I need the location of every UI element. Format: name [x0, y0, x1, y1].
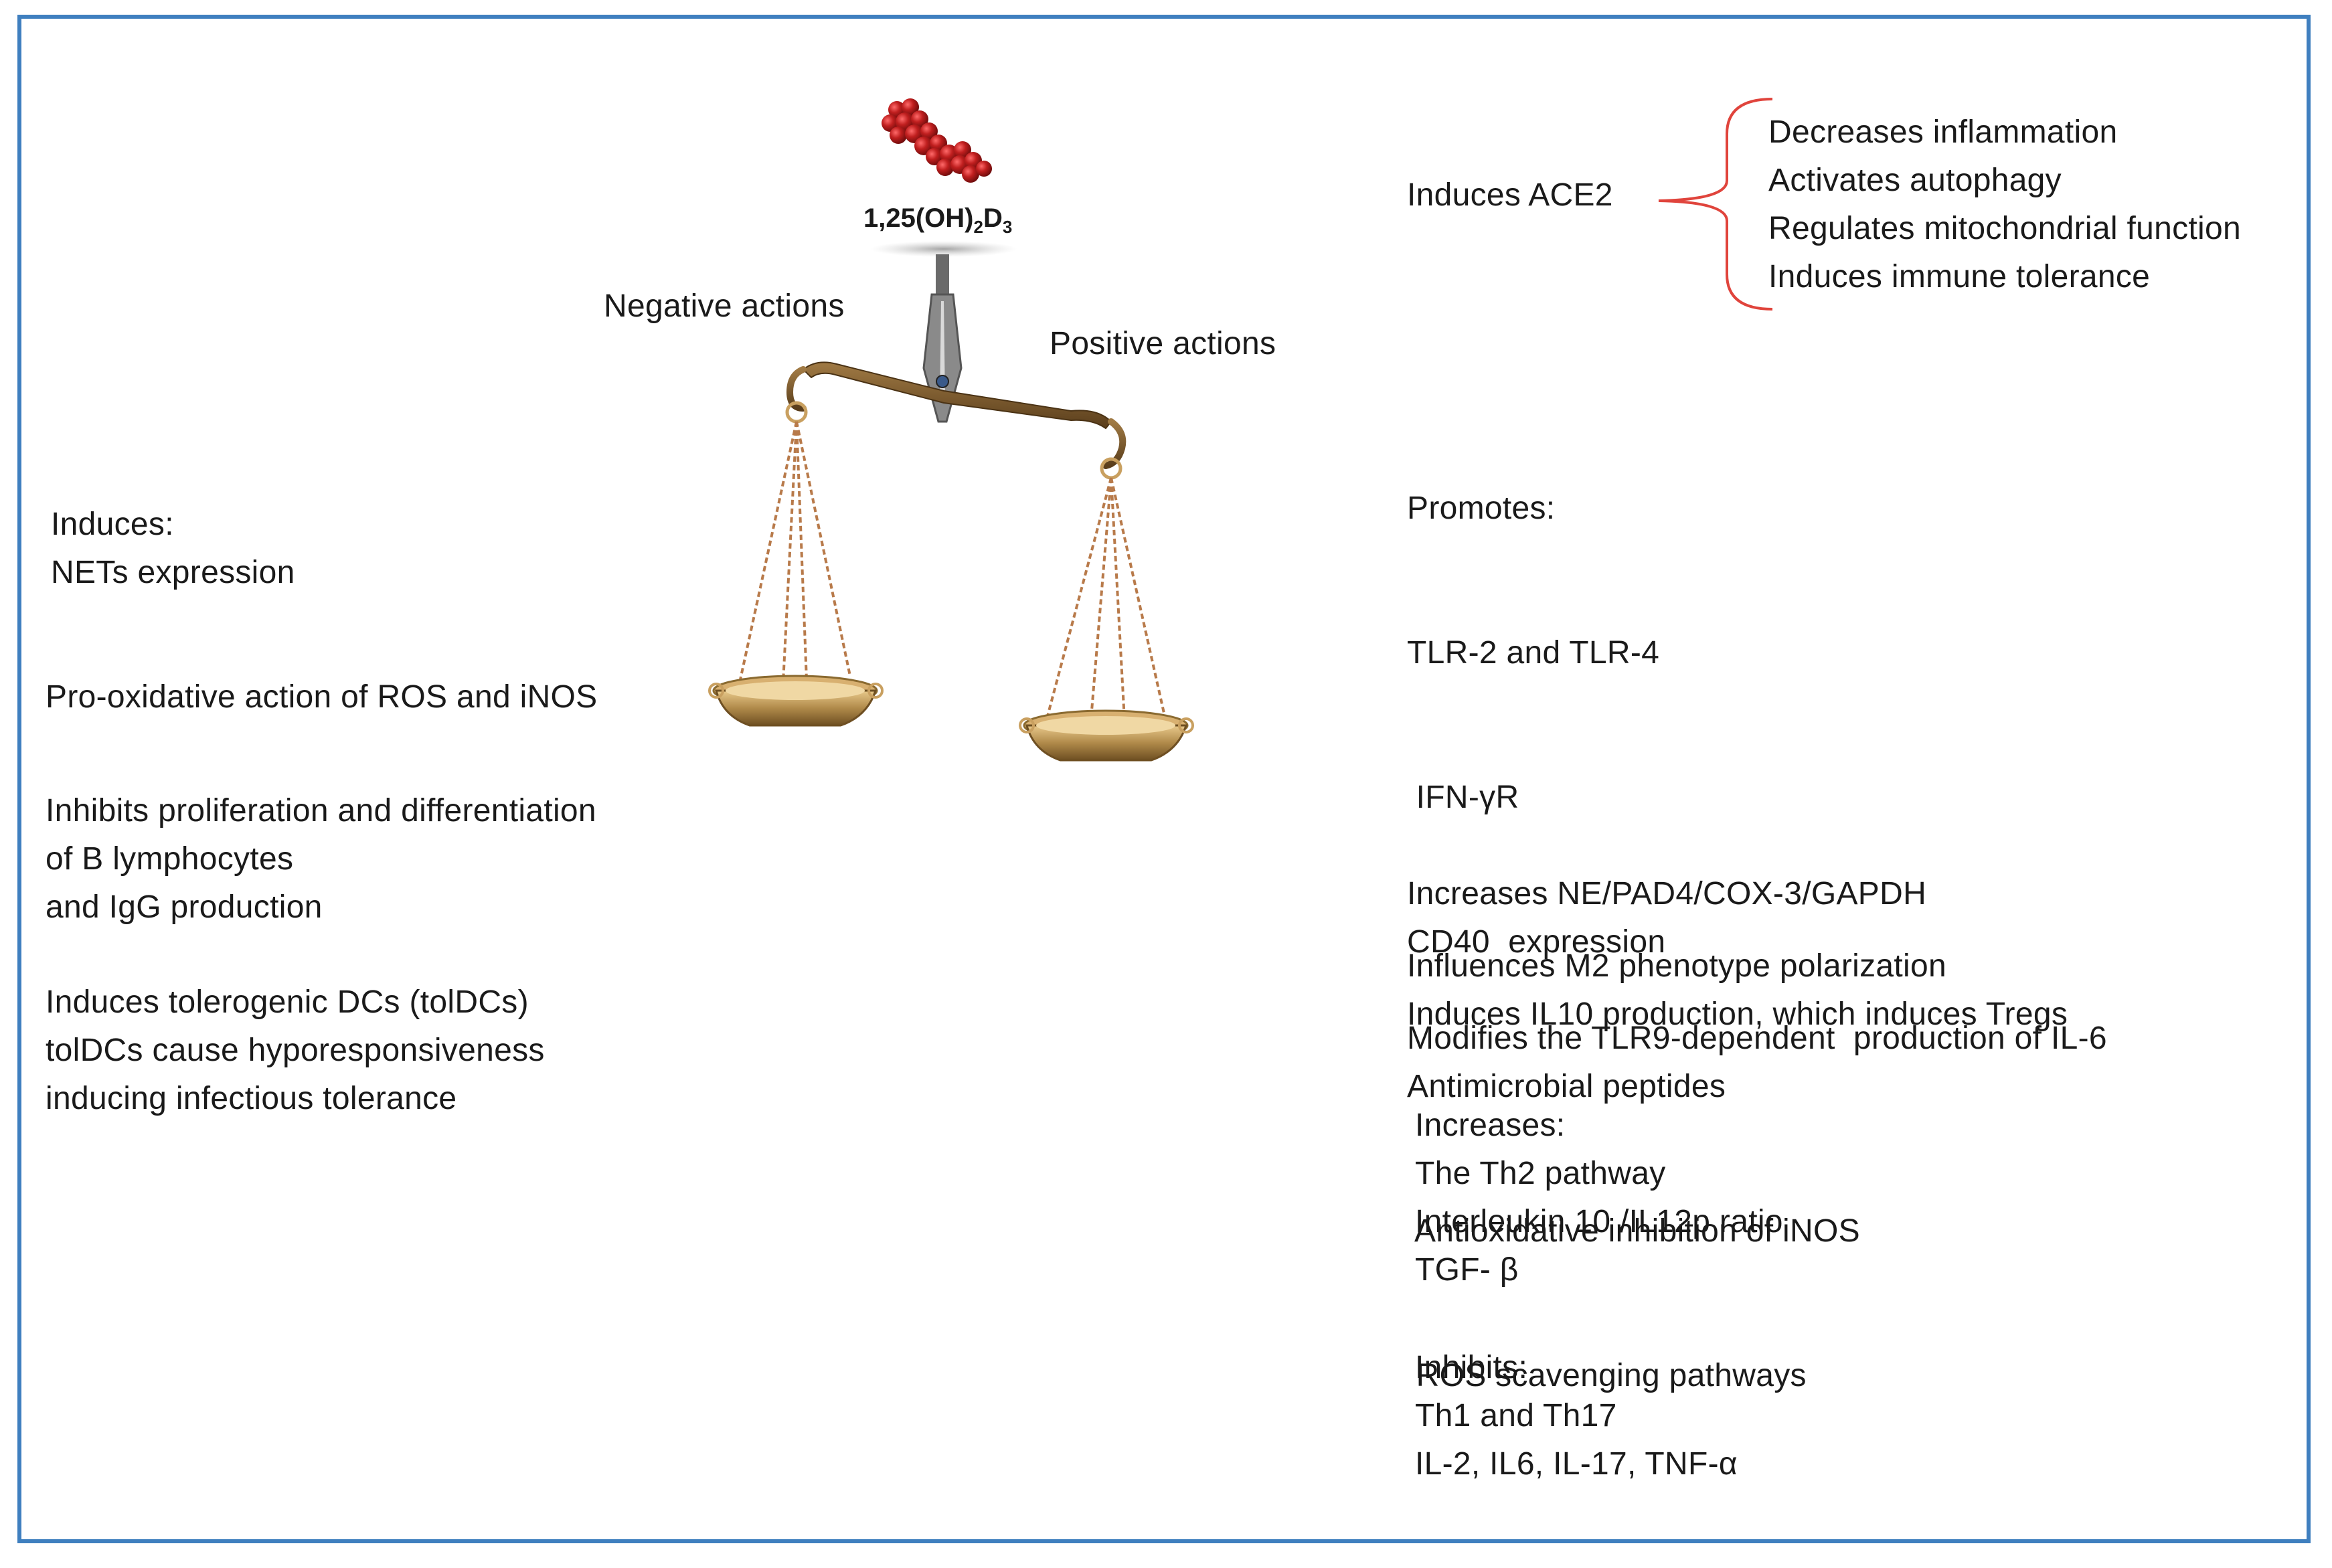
text-line: Regulates mitochondrial function [1768, 211, 2241, 246]
red-curly-brace [1658, 98, 1773, 311]
text-line: Antimicrobial peptides [1407, 1069, 1726, 1104]
text-line: Influences M2 phenotype polarization [1407, 948, 1946, 984]
induces-ace2-label: Induces ACE2 [1407, 177, 1613, 213]
right-block-promotes: Promotes: TLR-2 and TLR-4 IFN-γR CD40 ex… [1407, 388, 1860, 1448]
text-line: IFN-γR [1407, 780, 1519, 815]
text-line: NETs expression [51, 555, 295, 590]
left-block-nets: Induces: NETs expression [51, 501, 295, 597]
text-line: Decreases inflammation [1768, 114, 2118, 150]
text-line: Inhibits proliferation and differentiati… [46, 793, 596, 829]
text-line: Activates autophagy [1768, 163, 2062, 198]
positive-actions-label: Positive actions [1050, 326, 1276, 361]
text-line: The Th2 pathway [1415, 1156, 1666, 1191]
left-block-toldcs: Induces tolerogenic DCs (tolDCs) tolDCs … [46, 978, 545, 1123]
right-block-increases: Increases: The Th2 pathway Interleukin 1… [1415, 1102, 1783, 1294]
text-line: TGF- β [1415, 1252, 1519, 1288]
text-line: Th1 and Th17 [1415, 1398, 1617, 1433]
right-block-m2: Influences M2 phenotype polarization Ind… [1407, 942, 2068, 1039]
text-line: Pro-oxidative action of ROS and iNOS [46, 679, 598, 715]
right-block-inhibits: Inhibits: Th1 and Th17 IL-2, IL6, IL-17,… [1415, 1344, 1738, 1488]
left-pan [708, 675, 884, 727]
text-line: Induces tolerogenic DCs (tolDCs) [46, 984, 529, 1020]
text-line: of B lymphocytes [46, 841, 294, 877]
vitamin-d-molecule-icon [882, 98, 992, 183]
left-block-pro-oxidative: Pro-oxidative action of ROS and iNOS [46, 673, 598, 721]
text-line: Increases NE/PAD4/COX-3/GAPDH [1407, 876, 1927, 911]
text-line: tolDCs cause hyporesponsiveness [46, 1033, 545, 1068]
text-line: Induces immune tolerance [1768, 259, 2151, 294]
right-pan [1019, 709, 1194, 762]
text-line: ROS scavenging pathways [1407, 1358, 1807, 1393]
text-line: Increases: [1415, 1108, 1566, 1143]
balance-scale-illustration [708, 98, 1194, 762]
text-line: IL-2, IL6, IL-17, TNF-α [1415, 1446, 1738, 1482]
text-line: Induces IL10 production, which induces T… [1407, 996, 2068, 1032]
compound-label: 1,25(OH)2D3 [863, 203, 1013, 237]
text-line: Antioxidative inhibition of iNOS [1407, 1213, 1860, 1249]
diagram-frame [17, 15, 2311, 1543]
text-line: Interleukin 10 /IL12p ratio [1415, 1204, 1783, 1239]
right-block-increases-ne: Increases NE/PAD4/COX-3/GAPDH Modifies t… [1407, 774, 2107, 1111]
text-line: Induces: [51, 507, 174, 542]
scale-beam [785, 361, 1127, 480]
text-line: Modifies the TLR9-dependent production o… [1407, 1021, 2107, 1056]
negative-actions-label: Negative actions [604, 288, 845, 324]
right-pan-chains [1046, 477, 1166, 721]
text-line: Inhibits: [1415, 1350, 1528, 1385]
left-pan-chains [738, 421, 851, 683]
text-line: inducing infectious tolerance [46, 1081, 457, 1116]
left-block-b-lymphocytes: Inhibits proliferation and differentiati… [46, 787, 596, 932]
text-line: CD40 expression [1407, 924, 1666, 960]
ace2-effects-list: Decreases inflammation Activates autopha… [1768, 108, 2241, 301]
text-line: and IgG production [46, 889, 323, 925]
text-line: TLR-2 and TLR-4 [1407, 635, 1660, 671]
text-line: Promotes: [1407, 491, 1556, 526]
